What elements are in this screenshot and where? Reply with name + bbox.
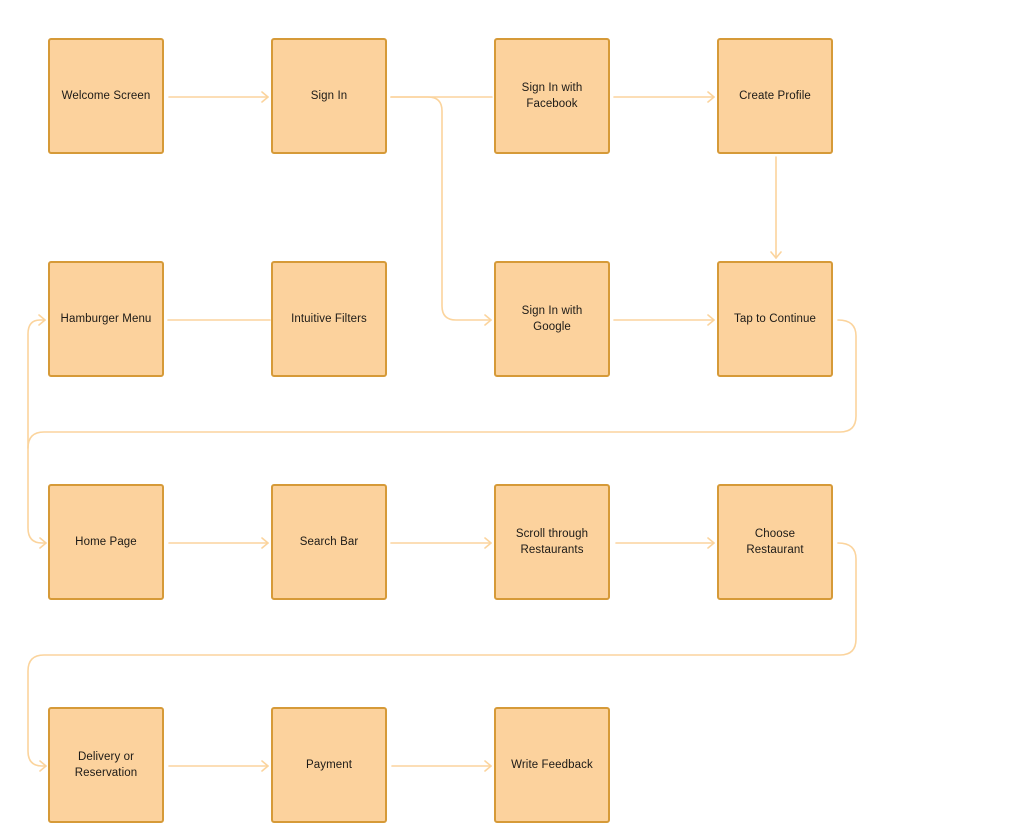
- node-hamburger-menu[interactable]: Hamburger Menu: [48, 261, 164, 377]
- node-intuitive-filters[interactable]: Intuitive Filters: [271, 261, 387, 377]
- node-welcome-screen[interactable]: Welcome Screen: [48, 38, 164, 154]
- node-label: Hamburger Menu: [60, 313, 152, 325]
- node-label: Intuitive Filters: [291, 313, 367, 325]
- node-payment[interactable]: Payment: [271, 707, 387, 823]
- node-home-page[interactable]: Home Page: [48, 484, 164, 600]
- node-label: Search Bar: [299, 536, 359, 548]
- node-sign-in-facebook[interactable]: Sign In with Facebook: [494, 38, 610, 154]
- node-sign-in[interactable]: Sign In: [271, 38, 387, 154]
- node-label: Scroll through Restaurants: [515, 528, 589, 556]
- node-label: Choose Restaurant: [746, 528, 804, 556]
- edge-home-to-hamburger: [27, 314, 46, 449]
- node-search-bar[interactable]: Search Bar: [271, 484, 387, 600]
- edge-choose-to-delivery: [27, 542, 857, 772]
- node-label: Sign In: [310, 90, 348, 102]
- node-label: Payment: [305, 759, 353, 771]
- edge-tap-to-home: [27, 319, 857, 549]
- node-label: Welcome Screen: [61, 90, 151, 102]
- node-scroll-restaurants[interactable]: Scroll through Restaurants: [494, 484, 610, 600]
- edge-signin-to-google: [390, 96, 492, 326]
- node-label: Sign In with Google: [521, 305, 583, 333]
- node-label: Delivery or Reservation: [74, 751, 138, 779]
- node-choose-restaurant[interactable]: Choose Restaurant: [717, 484, 833, 600]
- node-label: Tap to Continue: [733, 313, 817, 325]
- node-label: Write Feedback: [511, 759, 593, 771]
- node-create-profile[interactable]: Create Profile: [717, 38, 833, 154]
- node-write-feedback[interactable]: Write Feedback: [494, 707, 610, 823]
- node-tap-to-continue[interactable]: Tap to Continue: [717, 261, 833, 377]
- node-label: Create Profile: [739, 90, 811, 102]
- node-label: Sign In with Facebook: [521, 82, 583, 110]
- node-delivery-reservation[interactable]: Delivery or Reservation: [48, 707, 164, 823]
- node-sign-in-google[interactable]: Sign In with Google: [494, 261, 610, 377]
- node-label: Home Page: [75, 536, 137, 548]
